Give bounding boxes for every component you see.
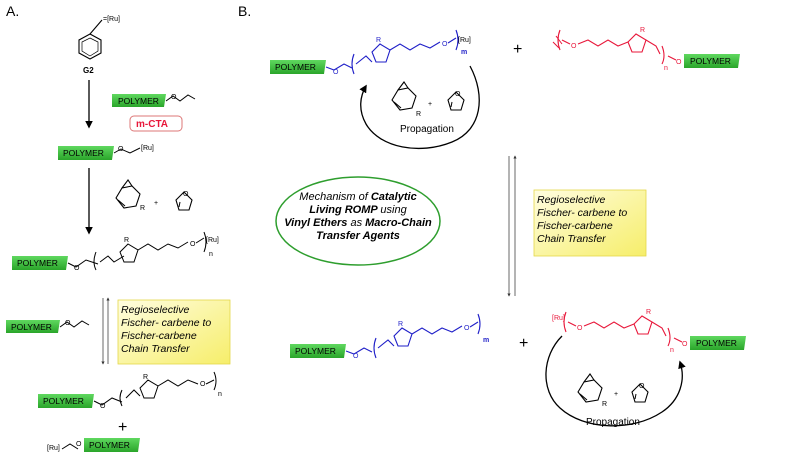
chain-transfer-a-line-3: Fischer-carbene — [121, 330, 197, 342]
svg-text:[Ru]: [Ru] — [47, 445, 60, 452]
plus-monomers-a: + — [154, 200, 158, 207]
dihydrofuran-monomer-a — [175, 190, 193, 211]
svg-text:+: + — [614, 391, 618, 398]
svg-text:POLYMER: POLYMER — [275, 62, 316, 72]
svg-text:O: O — [65, 320, 71, 327]
mechanism-run: Transfer Agents — [316, 230, 400, 242]
propagation-cycle-bottom: R + Propagation — [545, 335, 686, 428]
svg-text:m: m — [461, 49, 467, 56]
svg-text:POLYMER: POLYMER — [295, 346, 336, 356]
propagation-cycle-top: R + Propagation — [359, 65, 480, 150]
polymer-carbene-a: POLYMER O [Ru] — [58, 145, 154, 160]
polymer-chain-b1: POLYMER O R O [Ru] m — [270, 29, 471, 76]
svg-text:POLYMER: POLYMER — [696, 338, 737, 348]
svg-text:n: n — [670, 347, 674, 354]
svg-text:n: n — [209, 251, 213, 258]
svg-text:O: O — [118, 146, 124, 153]
svg-text:R: R — [124, 237, 129, 244]
svg-text:[Ru]: [Ru] — [552, 315, 565, 322]
svg-text:POLYMER: POLYMER — [118, 96, 159, 106]
plus-top-b: + — [513, 41, 522, 58]
svg-text:O: O — [76, 441, 82, 448]
svg-text:O: O — [353, 353, 359, 360]
svg-text:R: R — [140, 205, 145, 212]
svg-text:m: m — [483, 337, 489, 344]
norbornene-monomer-a: R — [115, 179, 145, 212]
svg-text:O: O — [100, 403, 106, 410]
polymer-chain-b4: [Ru] O R n O POLYMER — [552, 309, 746, 354]
panel-b-label: B. — [238, 3, 251, 19]
propagation-label-top: Propagation — [400, 124, 454, 135]
svg-text:m-CTA: m-CTA — [136, 119, 168, 130]
chain-transfer-note-a: Regioselective Fischer- carbene to Fisch… — [117, 299, 231, 365]
released-carbene-a: [Ru] O POLYMER — [47, 438, 140, 452]
polymer-vinyl-ether-a2: POLYMER O — [6, 320, 90, 333]
svg-text:[Ru]: [Ru] — [458, 37, 471, 44]
svg-text:R: R — [602, 401, 607, 408]
panel-a-label: A. — [6, 3, 19, 19]
chain-transfer-b-line-3: Fischer-carbene — [537, 220, 613, 232]
svg-text:O: O — [682, 341, 688, 348]
svg-text:O: O — [571, 43, 577, 50]
polymer-chain-a2: POLYMER O R O n — [38, 371, 222, 410]
svg-text:O: O — [676, 59, 682, 66]
polymer-chain-b3: POLYMER O R O m — [290, 313, 489, 360]
svg-text:O: O — [200, 381, 206, 388]
g2-label: G2 — [83, 66, 94, 75]
svg-text:O: O — [442, 41, 448, 48]
plus-bottom-b: + — [519, 335, 528, 352]
polymer-chain-a1: POLYMER O R O [Ru] n — [12, 231, 219, 272]
svg-text:R: R — [640, 27, 645, 34]
svg-text:O: O — [190, 241, 196, 248]
svg-text:POLYMER: POLYMER — [63, 148, 104, 158]
polymer-vinyl-ether-a1: POLYMER O — [112, 94, 196, 107]
mechanism-run: using — [380, 204, 407, 216]
chain-transfer-a-line-4: Chain Transfer — [121, 343, 190, 355]
chain-transfer-b-line-1: Regioselective — [537, 194, 605, 206]
svg-text:R: R — [376, 37, 381, 44]
chain-transfer-note-b: Regioselective Fischer- carbene to Fisch… — [533, 189, 647, 257]
chain-transfer-a-line-1: Regioselective — [121, 304, 189, 316]
mcta-box: m-CTA — [129, 115, 183, 132]
chain-transfer-b-line-2: Fischer- carbene to — [537, 207, 627, 219]
mechanism-run: as — [350, 217, 365, 229]
equilibrium-arrow-b — [507, 155, 517, 297]
svg-text:POLYMER: POLYMER — [43, 396, 84, 406]
svg-text:n: n — [664, 65, 668, 72]
g2-ru-label: =[Ru] — [103, 16, 120, 23]
equilibrium-arrow-a — [101, 297, 110, 365]
mechanism-run: Vinyl Ethers — [284, 217, 350, 229]
svg-text:R: R — [416, 111, 421, 118]
svg-text:[Ru]: [Ru] — [141, 145, 154, 152]
svg-text:POLYMER: POLYMER — [11, 322, 52, 332]
svg-text:[Ru]: [Ru] — [206, 237, 219, 244]
svg-text:O: O — [171, 94, 177, 101]
svg-text:O: O — [464, 325, 470, 332]
polymer-chain-b2: O R n O POLYMER — [552, 27, 740, 72]
svg-text:O: O — [333, 69, 339, 76]
mechanism-run: Living ROMP — [309, 204, 380, 216]
mechanism-run: Macro-Chain — [365, 217, 432, 229]
chain-transfer-b-line-4: Chain Transfer — [537, 233, 606, 245]
svg-text:R: R — [646, 309, 651, 316]
svg-text:POLYMER: POLYMER — [690, 56, 731, 66]
svg-text:n: n — [218, 391, 222, 398]
svg-text:+: + — [428, 101, 432, 108]
mechanism-run: Mechanism of — [299, 191, 371, 203]
g2-catalyst: =[Ru] G2 — [78, 16, 120, 75]
plus-products-a: + — [118, 419, 127, 436]
polymer-tag — [112, 94, 166, 107]
svg-text:POLYMER: POLYMER — [89, 440, 130, 450]
svg-text:POLYMER: POLYMER — [17, 258, 58, 268]
svg-text:O: O — [74, 265, 80, 272]
svg-text:O: O — [577, 325, 583, 332]
svg-text:R: R — [143, 374, 148, 381]
chain-transfer-a-line-2: Fischer- carbene to — [121, 317, 211, 329]
mechanism-run: Catalytic — [371, 191, 417, 203]
propagation-label-bottom: Propagation — [586, 417, 640, 428]
svg-text:R: R — [398, 321, 403, 328]
